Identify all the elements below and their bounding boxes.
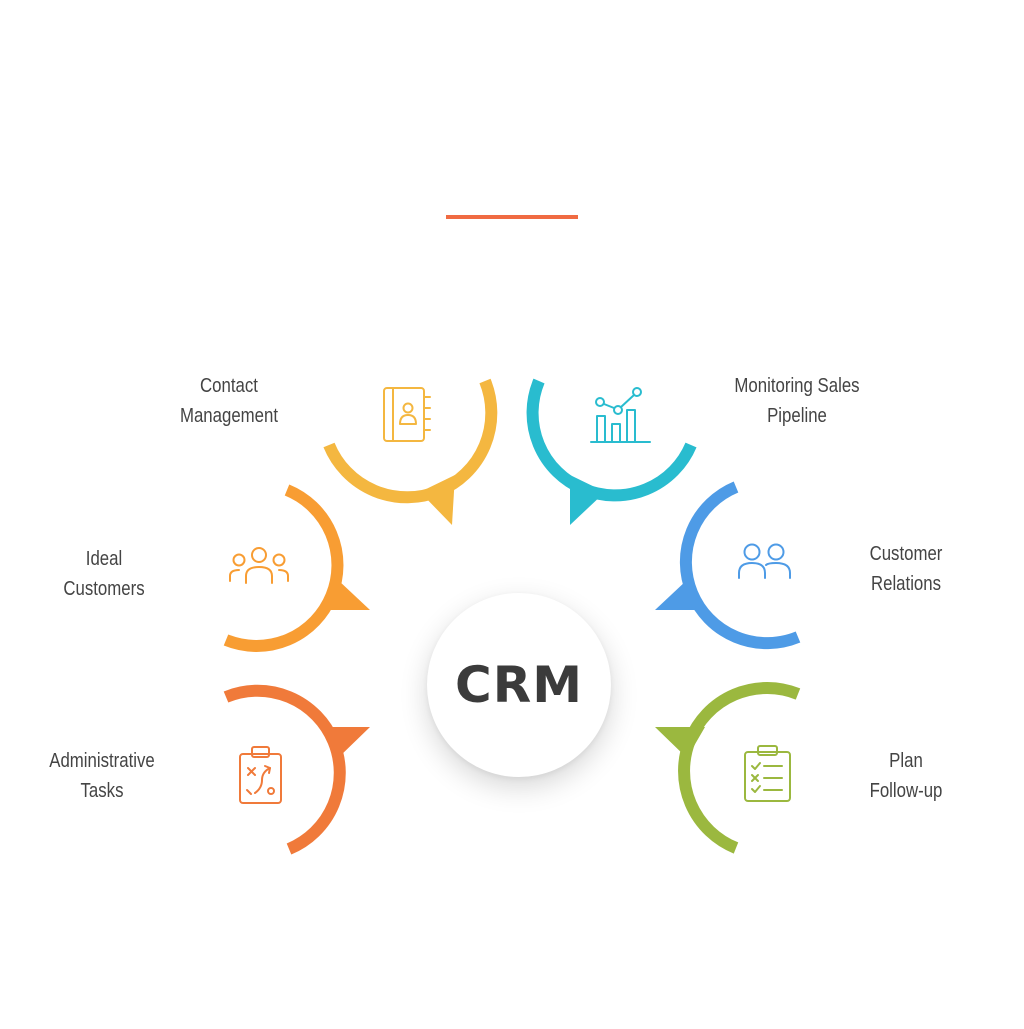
crm-center-circle [427,593,611,777]
plan-follow-up-label: Plan Follow-up [814,746,999,806]
ideal-customers-label: Ideal Customers [12,544,197,604]
admin-arc [223,684,370,855]
label-line-2: Tasks [80,780,124,802]
label-line-2: Relations [870,573,942,595]
two-people-icon [738,543,791,579]
label-line-1: Monitoring Sales [734,375,860,397]
label-line-1: Ideal [85,548,123,570]
strategy-clipboard-icon [239,746,282,804]
label-line-1: Customer [869,543,943,565]
monitoring-sales-label: Monitoring Sales Pipeline [705,371,890,431]
label-line-1: Plan [889,750,923,772]
label-line-2: Follow-up [869,780,943,802]
ideal-arc [223,484,370,652]
administrative-tasks-label: Administrative Tasks [10,746,195,806]
label-line-1: Contact [200,375,258,397]
crm-center-title: CRM [455,656,583,714]
customer-relations-label: Customer Relations [814,539,999,599]
plan-arc [655,682,801,854]
contact-management-label: Contact Management [137,371,322,431]
label-line-2: Pipeline [767,405,827,427]
address-book-icon [383,387,431,442]
label-line-2: Customers [63,578,145,600]
label-line-1: Administrative [49,750,155,772]
people-group-icon [229,547,289,584]
contact-arc [323,378,498,525]
checklist-clipboard-icon [744,745,791,802]
bar-chart-trend-icon [590,387,651,443]
label-line-2: Management [179,405,279,427]
customer-arc [655,481,801,650]
monitoring-arc [526,378,697,525]
